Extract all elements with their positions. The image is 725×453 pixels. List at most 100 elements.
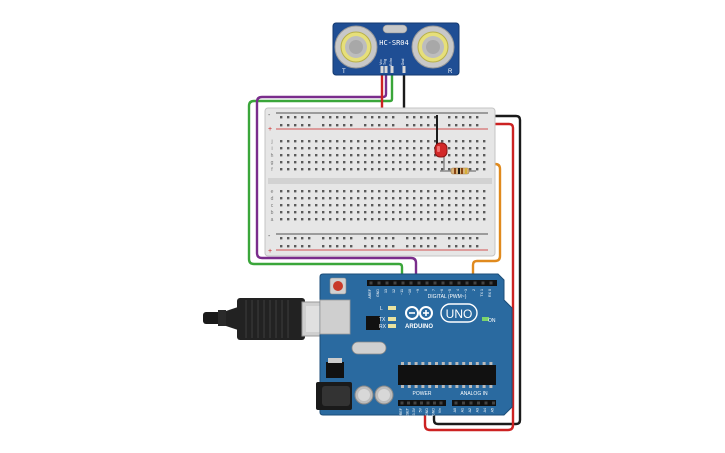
breadboard-hole	[406, 245, 409, 248]
breadboard-hole	[294, 237, 297, 240]
breadboard-hole	[280, 204, 283, 207]
breadboard-hole	[343, 190, 346, 193]
header-pin[interactable]	[369, 281, 373, 285]
breadboard-hole	[343, 147, 346, 150]
pin-label: TX 1	[480, 289, 484, 297]
header-pin[interactable]	[407, 401, 410, 405]
header-pin[interactable]	[393, 281, 397, 285]
row-letter: j	[270, 139, 272, 145]
breadboard-hole	[406, 140, 409, 143]
pin-label: ~9	[416, 289, 420, 293]
breadboard-hole	[336, 124, 339, 127]
header-pin[interactable]	[439, 401, 443, 405]
breadboard-hole	[420, 218, 423, 221]
breadboard-hole	[301, 168, 304, 171]
breadboard-hole	[483, 140, 486, 143]
reset-button[interactable]	[329, 277, 347, 295]
header-pin[interactable]	[492, 401, 495, 405]
header-pin[interactable]	[400, 401, 404, 405]
breadboard-hole	[462, 190, 465, 193]
header-pin[interactable]	[489, 281, 493, 285]
breadboard-hole	[329, 211, 332, 214]
breadboard-hole	[301, 116, 304, 119]
breadboard-hole	[469, 237, 472, 240]
breadboard-hole	[385, 211, 388, 214]
header-pin[interactable]	[425, 281, 429, 285]
rail-plus-label-bottom: +	[268, 248, 272, 255]
header-pin[interactable]	[449, 281, 453, 285]
breadboard-hole	[476, 245, 479, 248]
header-pin[interactable]	[409, 281, 413, 285]
breadboard-hole	[336, 190, 339, 193]
breadboard-hole	[343, 218, 346, 221]
arduino-brand-label: ARDUINO	[405, 324, 433, 330]
breadboard-hole	[336, 237, 339, 240]
header-pin[interactable]	[377, 281, 381, 285]
breadboard-hole	[378, 245, 381, 248]
header-pin[interactable]	[413, 401, 417, 405]
arduino-logo	[405, 306, 433, 320]
breadboard-hole	[455, 204, 458, 207]
header-pin[interactable]	[433, 401, 436, 405]
header-pin[interactable]	[420, 401, 423, 405]
header-pin[interactable]	[426, 401, 430, 405]
pin-label: 3.3V	[412, 407, 416, 415]
header-pin[interactable]	[441, 281, 445, 285]
breadboard-hole	[455, 140, 458, 143]
breadboard-hole	[434, 237, 437, 240]
breadboard-hole	[427, 204, 430, 207]
header-pin[interactable]	[454, 401, 458, 405]
breadboard-hole	[385, 124, 388, 127]
breadboard-hole	[329, 140, 332, 143]
breadboard-hole	[469, 211, 472, 214]
breadboard-hole	[378, 147, 381, 150]
header-pin[interactable]	[401, 281, 405, 285]
breadboard-hole	[294, 140, 297, 143]
breadboard-hole	[427, 190, 430, 193]
breadboard-hole	[434, 204, 437, 207]
wire-orange	[471, 162, 502, 282]
pin-label: A0	[453, 408, 457, 412]
breadboard-hole	[448, 211, 451, 214]
breadboard-hole	[462, 218, 465, 221]
breadboard-hole	[469, 140, 472, 143]
header-pin[interactable]	[477, 401, 480, 405]
breadboard-hole	[420, 245, 423, 248]
red-led[interactable]	[434, 142, 448, 158]
breadboard-hole	[392, 218, 395, 221]
breadboard-hole	[280, 116, 283, 119]
breadboard-hole	[371, 211, 374, 214]
pin-label: IOREF	[399, 407, 403, 419]
breadboard-hole	[476, 140, 479, 143]
header-pin[interactable]	[417, 281, 421, 285]
header-pin[interactable]	[465, 281, 469, 285]
breadboard-hole	[371, 218, 374, 221]
header-pin[interactable]	[462, 401, 465, 405]
header-pin[interactable]	[469, 401, 473, 405]
rail-minus-label-bottom: -	[268, 233, 271, 240]
header-pin[interactable]	[484, 401, 488, 405]
breadboard-hole	[420, 116, 423, 119]
breadboard-hole	[371, 237, 374, 240]
header-pin[interactable]	[385, 281, 389, 285]
breadboard-hole	[364, 154, 367, 157]
header-pin[interactable]	[457, 281, 461, 285]
breadboard-hole	[322, 147, 325, 150]
breadboard-hole	[420, 140, 423, 143]
breadboard-hole	[329, 161, 332, 164]
breadboard-hole	[364, 140, 367, 143]
breadboard-hole	[329, 204, 332, 207]
header-pin[interactable]	[473, 281, 477, 285]
breadboard-hole	[322, 116, 325, 119]
breadboard-hole	[322, 124, 325, 127]
header-pin[interactable]	[481, 281, 485, 285]
resistor[interactable]	[440, 167, 476, 175]
breadboard-hole	[434, 190, 437, 193]
breadboard-hole	[420, 168, 423, 171]
header-pin[interactable]	[433, 281, 437, 285]
led-rx-label: RX	[379, 324, 387, 330]
pin-label: A4	[483, 408, 487, 412]
breadboard-hole	[343, 168, 346, 171]
